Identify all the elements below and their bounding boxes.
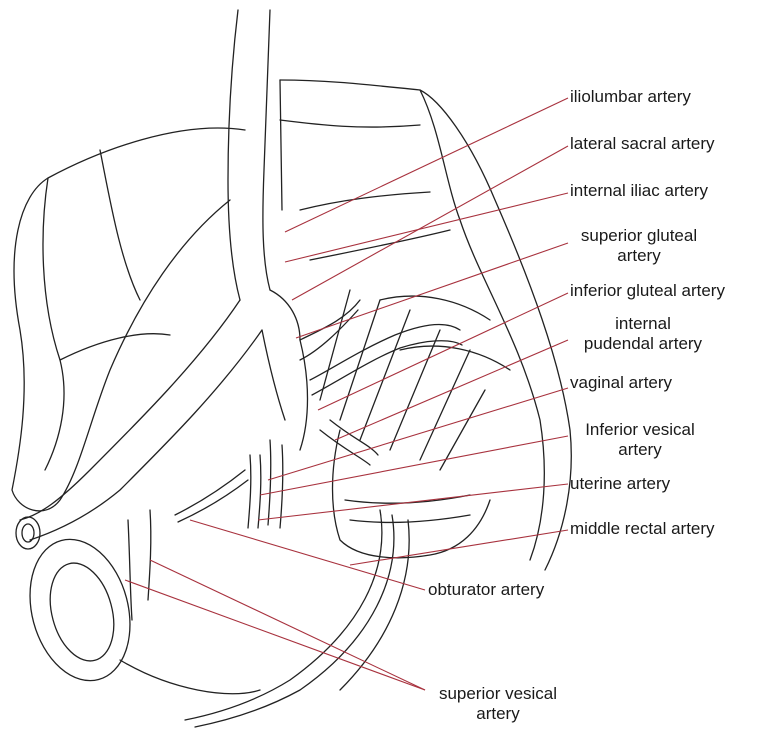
leader-obturator [190, 520, 425, 590]
vaginal-artery [268, 440, 271, 525]
round-ligament-stub [16, 517, 40, 549]
leader-middle-rectal [350, 530, 568, 565]
leader-superior-vesical-a [125, 580, 425, 690]
leader-inferior-vesical [260, 436, 568, 495]
leader-superior-gluteal [296, 243, 568, 338]
label-uterine-artery: uterine artery [570, 474, 670, 494]
label-superior-gluteal-artery: superior gluteal artery [570, 226, 708, 266]
label-lateral-sacral-artery: lateral sacral artery [570, 134, 715, 154]
leader-iliolumbar [285, 98, 568, 232]
leader-superior-vesical-b [150, 560, 425, 690]
leader-uterine [258, 484, 568, 520]
obturator-artery [175, 470, 245, 515]
label-inferior-vesical-line1: Inferior vesical [570, 420, 710, 440]
leader-vaginal [268, 388, 568, 480]
label-vaginal-artery: vaginal artery [570, 373, 672, 393]
sacrum-outline [280, 80, 544, 560]
label-inferior-vesical-line2: artery [570, 440, 710, 460]
label-inferior-gluteal-artery: inferior gluteal artery [570, 281, 725, 301]
leader-internal-pudendal [335, 340, 568, 440]
label-inferior-vesical-artery: Inferior vesical artery [570, 420, 710, 460]
uterine-artery [248, 455, 251, 528]
label-internal-pudendal-artery: internal pudendal artery [568, 314, 718, 354]
label-obturator-artery: obturator artery [428, 580, 544, 600]
leader-inferior-gluteal [318, 293, 568, 410]
label-superior-gluteal-line2: artery [570, 246, 708, 266]
common-iliac-artery [228, 10, 240, 300]
label-internal-iliac-artery: internal iliac artery [570, 181, 708, 201]
rectum-outline [333, 430, 491, 558]
internal-pudendal-artery [330, 420, 378, 455]
label-middle-rectal-artery: middle rectal artery [570, 519, 715, 539]
label-superior-vesical-line2: artery [428, 704, 568, 724]
label-iliolumbar-artery: iliolumbar artery [570, 87, 691, 107]
label-internal-pudendal-line2: pudendal artery [568, 334, 718, 354]
ischial-tuberosity [15, 528, 145, 692]
label-superior-vesical-artery: superior vesical artery [428, 684, 568, 724]
label-internal-pudendal-line1: internal [568, 314, 718, 334]
pudendal-descending-vessel [185, 510, 382, 720]
label-superior-vesical-line1: superior vesical [428, 684, 568, 704]
label-superior-gluteal-line1: superior gluteal [570, 226, 708, 246]
